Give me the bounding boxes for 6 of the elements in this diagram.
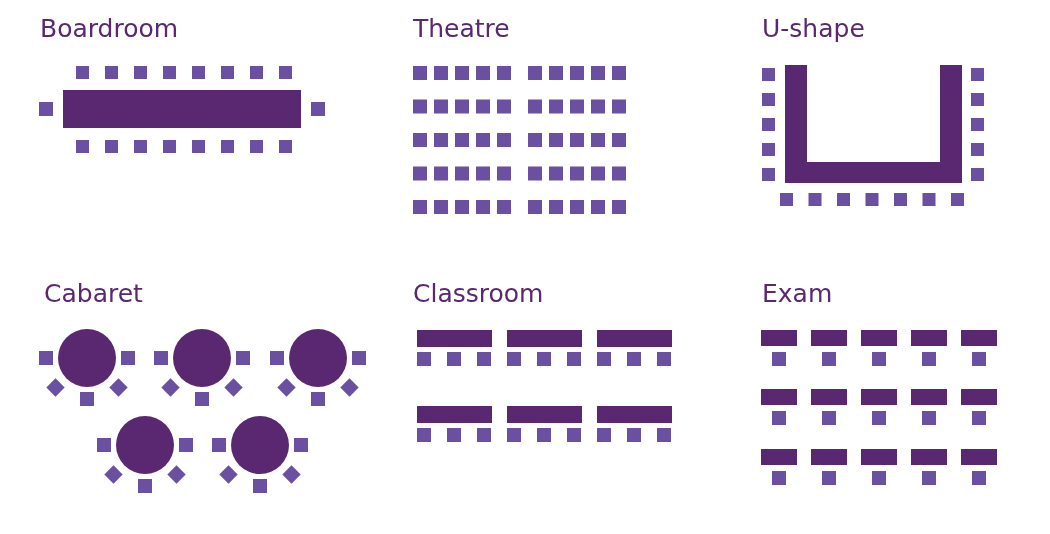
layout-title: Exam — [762, 281, 833, 306]
layout-title: Classroom — [413, 281, 544, 306]
layout-title: Theatre — [413, 16, 510, 41]
layout-title: Boardroom — [40, 16, 179, 41]
layout-title: U-shape — [762, 16, 865, 41]
layout-title: Cabaret — [44, 281, 143, 306]
